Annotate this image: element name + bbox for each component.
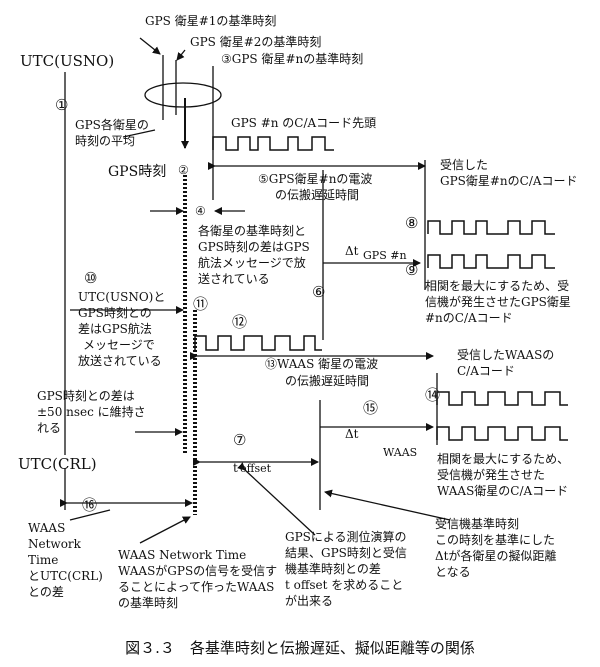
avg-label-line1: GPS各衛星の	[75, 117, 149, 132]
recv-gps-line1: 受信した	[440, 158, 488, 172]
recv-ref-line2: この時刻を基準にした	[435, 532, 555, 547]
gps-delay-line2: の伝搬遅延時間	[275, 187, 359, 202]
satn-time-label: ③GPS 衛星#nの基準時刻	[221, 51, 363, 66]
marker-2: ②	[178, 163, 189, 177]
recv-ref-leader	[324, 489, 451, 521]
offset-desc-line2: 結果、GPS時刻と受信	[285, 546, 407, 560]
corr-gps-line1: 相関を最大にするため、受	[425, 279, 569, 293]
gps-diff-line1: GPS時刻との差は	[37, 389, 135, 403]
recv-ref-line3: Δtが各衛星の擬似距離	[435, 548, 557, 563]
dt-gps-subscript: GPS #n	[363, 249, 407, 262]
corr-waas-line2: 受信機が発生させた	[437, 467, 545, 482]
recv-gps-ca-waveform	[427, 220, 555, 235]
dt-gps-label: Δt	[345, 244, 359, 258]
t-offset-subscript: offset	[240, 462, 272, 475]
wnt-desc-line3: ることによって作ったWAAS	[118, 580, 274, 594]
marker-1: ①	[55, 96, 68, 114]
ca-head-label: GPS #n のC/Aコード先頭	[231, 116, 376, 130]
corr-waas-line1: 相関を最大にするため、	[437, 452, 569, 466]
gps-time-label: GPS時刻	[108, 164, 166, 180]
utc-usno-label: UTC(USNO)	[20, 52, 114, 70]
wnt-diff-leader	[69, 509, 111, 521]
offset-leader	[237, 462, 316, 536]
corr-gps-line2: 信機が発生させたGPS衛星	[425, 294, 571, 309]
wnt-desc-line4: の基準時刻	[118, 595, 178, 610]
marker-4: ④	[195, 204, 206, 218]
marker-15: ⑮	[363, 399, 378, 417]
corr-gps-line3: #nのC/Aコード	[425, 311, 513, 325]
nav-msg-line1: 各衛星の基準時刻と	[198, 223, 306, 238]
figure-caption: 図３.３ 各基準時刻と伝搬遅延、擬似距離等の関係	[125, 639, 475, 657]
t-offset-label: t	[233, 461, 238, 475]
replica-gps-ca-waveform	[427, 254, 555, 269]
utc-crl-label: UTC(CRL)	[18, 455, 97, 473]
corr-waas-line3: WAAS衛星のC/Aコード	[437, 484, 568, 498]
dt-waas-label: Δt	[345, 427, 359, 441]
nav-msg-line4: 送されている	[198, 271, 270, 286]
recv-waas-ca-waveform	[436, 391, 568, 406]
sat2-time-label: GPS 衛星#2の基準時刻	[190, 34, 321, 49]
offset-desc-line1: GPSによる測位演算の	[285, 529, 407, 544]
recv-gps-line2: GPS衛星#nのC/Aコード	[440, 174, 578, 188]
gps-diff-line3: れる	[37, 421, 61, 435]
waas-delay-line1: ⑬WAAS 衛星の電波	[265, 357, 378, 371]
marker-8: ⑧	[405, 214, 418, 232]
wnt-desc-line1: WAAS Network Time	[118, 548, 246, 562]
wnt-desc-leader	[139, 516, 191, 544]
gps-diff-line2: ±50 nsec に維持さ	[37, 404, 146, 419]
sat1-time-label: GPS 衛星#1の基準時刻	[145, 13, 276, 28]
marker-11: ⑪	[193, 295, 208, 313]
wnt-diff-line3: Time	[28, 553, 58, 567]
nav-msg-line3: 航法メッセージで放	[198, 255, 306, 270]
recv-ref-line1: 受信機基準時刻	[435, 516, 519, 531]
nav-msg-line2: GPS時刻の差はGPS	[198, 240, 310, 254]
recv-waas-line1: 受信したWAASの	[457, 348, 554, 362]
marker-6: ⑥	[312, 283, 325, 301]
waas-ca-code-waveform	[194, 335, 322, 351]
gps-delay-line1: ⑤GPS衛星#nの電波	[258, 172, 372, 186]
recv-ref-line4: となる	[435, 565, 471, 579]
sat2-pointer	[176, 49, 186, 61]
replica-waas-ca-waveform	[436, 426, 568, 441]
offset-desc-line5: が出来る	[285, 593, 333, 608]
wnt-diff-line5: との差	[28, 585, 64, 599]
usno-diff-line5: 放送されている	[78, 353, 162, 368]
marker-16: ⑯	[82, 496, 97, 514]
sat1-pointer	[139, 37, 161, 55]
recv-waas-line2: C/Aコード	[457, 364, 515, 378]
usno-diff-line4: メッセージで	[83, 338, 155, 352]
wnt-desc-line2: WAASがGPSの信号を受信す	[118, 563, 277, 578]
gps-ca-code-waveform	[212, 136, 334, 151]
avg-pointer	[122, 129, 156, 138]
dt-waas-subscript: WAAS	[383, 446, 417, 459]
marker-14: ⑭	[425, 386, 440, 404]
wnt-diff-line1: WAAS	[28, 521, 65, 535]
wnt-diff-line4: とUTC(CRL)	[28, 569, 103, 583]
wnt-diff-line2: Network	[28, 537, 82, 551]
offset-desc-line4: t offset を求めること	[285, 578, 403, 592]
marker-12: ⑫	[232, 313, 247, 331]
avg-label-line2: 時刻の平均	[75, 134, 135, 148]
usno-diff-line3: 差はGPS航法	[78, 321, 152, 336]
averaging-ellipse	[144, 82, 222, 108]
marker-9: ⑨	[405, 261, 418, 279]
usno-diff-line2: GPS時刻との	[78, 306, 152, 320]
marker-10: ⑩	[84, 269, 97, 287]
offset-desc-line3: 機基準時刻との差	[285, 561, 381, 576]
waas-delay-line2: の伝搬遅延時間	[285, 373, 369, 388]
marker-7: ⑦	[233, 431, 246, 449]
usno-diff-line1: UTC(USNO)と	[78, 290, 165, 304]
